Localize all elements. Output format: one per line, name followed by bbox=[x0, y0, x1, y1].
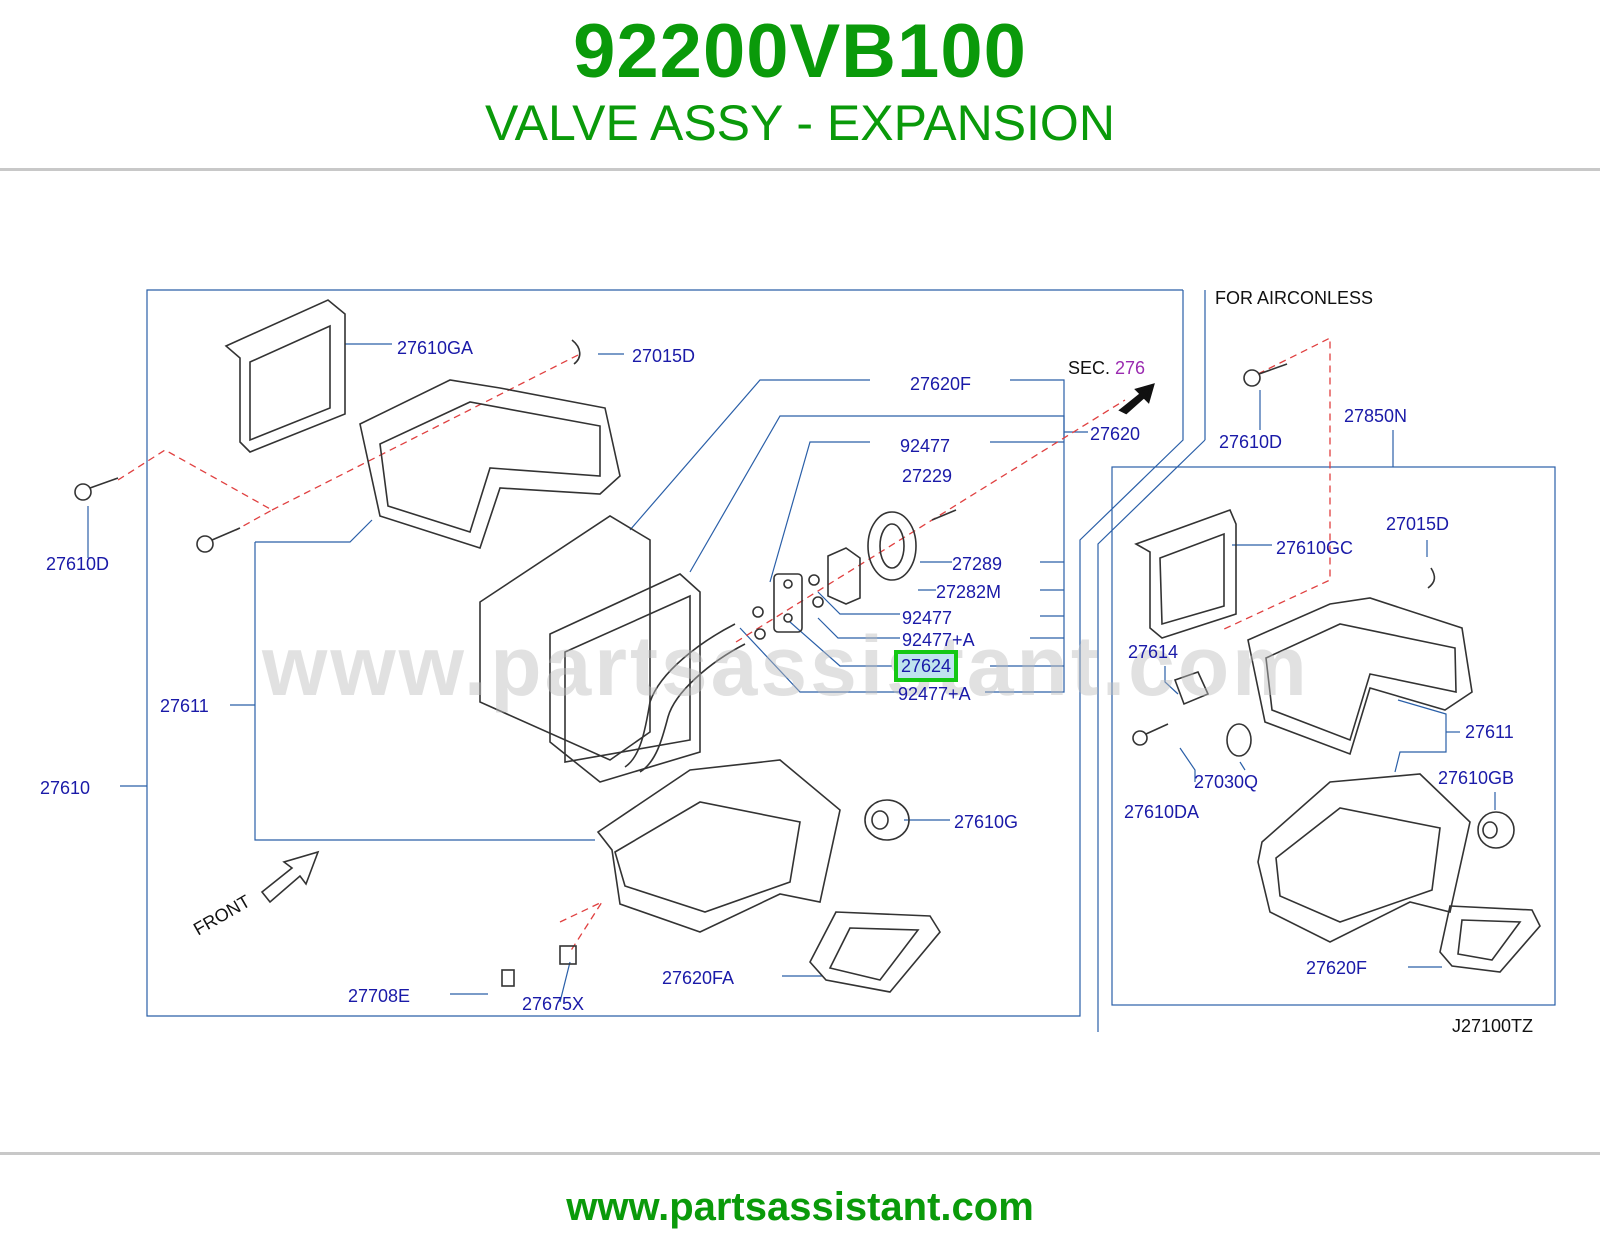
header-divider bbox=[0, 168, 1600, 171]
parts-diagram: www.partsassistant.com FOR AIRCONLESS SE… bbox=[0, 262, 1600, 1092]
airconless-note: FOR AIRCONLESS bbox=[1215, 288, 1374, 308]
label-27610gb[interactable]: 27610GB bbox=[1438, 768, 1515, 788]
label-27614[interactable]: 27614 bbox=[1128, 642, 1179, 662]
label-27850n[interactable]: 27850N bbox=[1344, 406, 1408, 426]
evaporator-core-27620 bbox=[549, 573, 701, 783]
label-27610g[interactable]: 27610G bbox=[954, 812, 1019, 832]
sec-number[interactable]: 276 bbox=[1115, 358, 1146, 378]
label-27708e[interactable]: 27708E bbox=[348, 986, 411, 1006]
screw-27610d-left bbox=[74, 483, 92, 501]
lower-case-airconless bbox=[1257, 773, 1471, 943]
clip-27675x bbox=[559, 945, 577, 965]
grommet-27610gb bbox=[1477, 811, 1515, 849]
filter-27610gc bbox=[1134, 508, 1237, 639]
label-27229[interactable]: 27229 bbox=[902, 466, 953, 486]
filter-27620f-airconless bbox=[1439, 905, 1541, 973]
highlighted-part-27624[interactable]: 27624 bbox=[893, 650, 959, 682]
grommet-27610g bbox=[864, 799, 910, 841]
label-27289[interactable]: 27289 bbox=[952, 554, 1003, 574]
clip-27708e bbox=[501, 969, 515, 987]
label-27282m[interactable]: 27282M bbox=[936, 582, 1002, 602]
filter-27620fa bbox=[809, 911, 941, 993]
screw-27610da bbox=[1132, 730, 1148, 746]
label-27611-right[interactable]: 27611 bbox=[1465, 722, 1514, 742]
drawing-code: J27100TZ bbox=[1452, 1016, 1534, 1036]
expansion-valve-27624 bbox=[773, 573, 803, 633]
label-27620fa[interactable]: 27620FA bbox=[662, 968, 735, 988]
main-assembly-frame bbox=[146, 289, 1184, 1017]
label-27620[interactable]: 27620 bbox=[1090, 424, 1141, 444]
part-description: VALVE ASSY - EXPANSION bbox=[485, 95, 1115, 151]
label-92477a-lower[interactable]: 92477+A bbox=[898, 684, 971, 704]
label-27610[interactable]: 27610 bbox=[40, 778, 91, 798]
block-27282m bbox=[827, 547, 861, 605]
bolt-27229 bbox=[931, 509, 957, 521]
label-92477-mid[interactable]: 92477 bbox=[902, 608, 953, 628]
watermark: www.partsassistant.com bbox=[262, 619, 1310, 713]
part-number: 92200VB100 bbox=[573, 9, 1027, 94]
label-27030q[interactable]: 27030Q bbox=[1194, 772, 1259, 792]
bracket-27614 bbox=[1173, 671, 1210, 706]
label-27015d-right[interactable]: 27015D bbox=[1386, 514, 1450, 534]
front-arrow-icon bbox=[260, 850, 320, 904]
evaporator-case bbox=[479, 515, 651, 761]
lower-case bbox=[596, 759, 841, 933]
label-92477-top[interactable]: 92477 bbox=[900, 436, 951, 456]
label-27610ga[interactable]: 27610GA bbox=[397, 338, 474, 358]
footer-divider bbox=[0, 1152, 1600, 1155]
label-27610da[interactable]: 27610DA bbox=[1124, 802, 1200, 822]
sec-label: SEC. 276 bbox=[1068, 358, 1145, 378]
diagram-drawing bbox=[74, 289, 1556, 1032]
sec-arrow-icon bbox=[1118, 383, 1155, 415]
clip-27015d-right bbox=[1427, 567, 1436, 589]
upper-case bbox=[359, 379, 621, 550]
screw-left-lower bbox=[196, 535, 214, 553]
filter-27610ga bbox=[224, 299, 346, 453]
label-27610d-left[interactable]: 27610D bbox=[46, 554, 110, 574]
sec-text: SEC. bbox=[1068, 358, 1111, 378]
grommet-27289 bbox=[867, 511, 917, 581]
label-27624[interactable]: 27624 bbox=[893, 650, 959, 682]
label-27620f-right[interactable]: 27620F bbox=[1306, 958, 1368, 978]
label-27611-left[interactable]: 27611 bbox=[160, 696, 209, 716]
upper-case-airconless bbox=[1247, 597, 1473, 756]
clip-27015d-left bbox=[571, 339, 581, 365]
label-27610d-right[interactable]: 27610D bbox=[1219, 432, 1283, 452]
label-27620f[interactable]: 27620F bbox=[910, 374, 972, 394]
label-27015d-left[interactable]: 27015D bbox=[632, 346, 696, 366]
seal-27030q bbox=[1226, 723, 1252, 757]
label-27675x[interactable]: 27675X bbox=[522, 994, 585, 1014]
label-92477a-upper[interactable]: 92477+A bbox=[902, 630, 975, 650]
screw-27610d-right bbox=[1243, 369, 1261, 387]
airconless-frame bbox=[1111, 466, 1556, 1006]
footer-url[interactable]: www.partsassistant.com bbox=[566, 1185, 1034, 1229]
label-27610gc[interactable]: 27610GC bbox=[1276, 538, 1354, 558]
header: 92200VB100 VALVE ASSY - EXPANSION bbox=[0, 0, 1600, 168]
